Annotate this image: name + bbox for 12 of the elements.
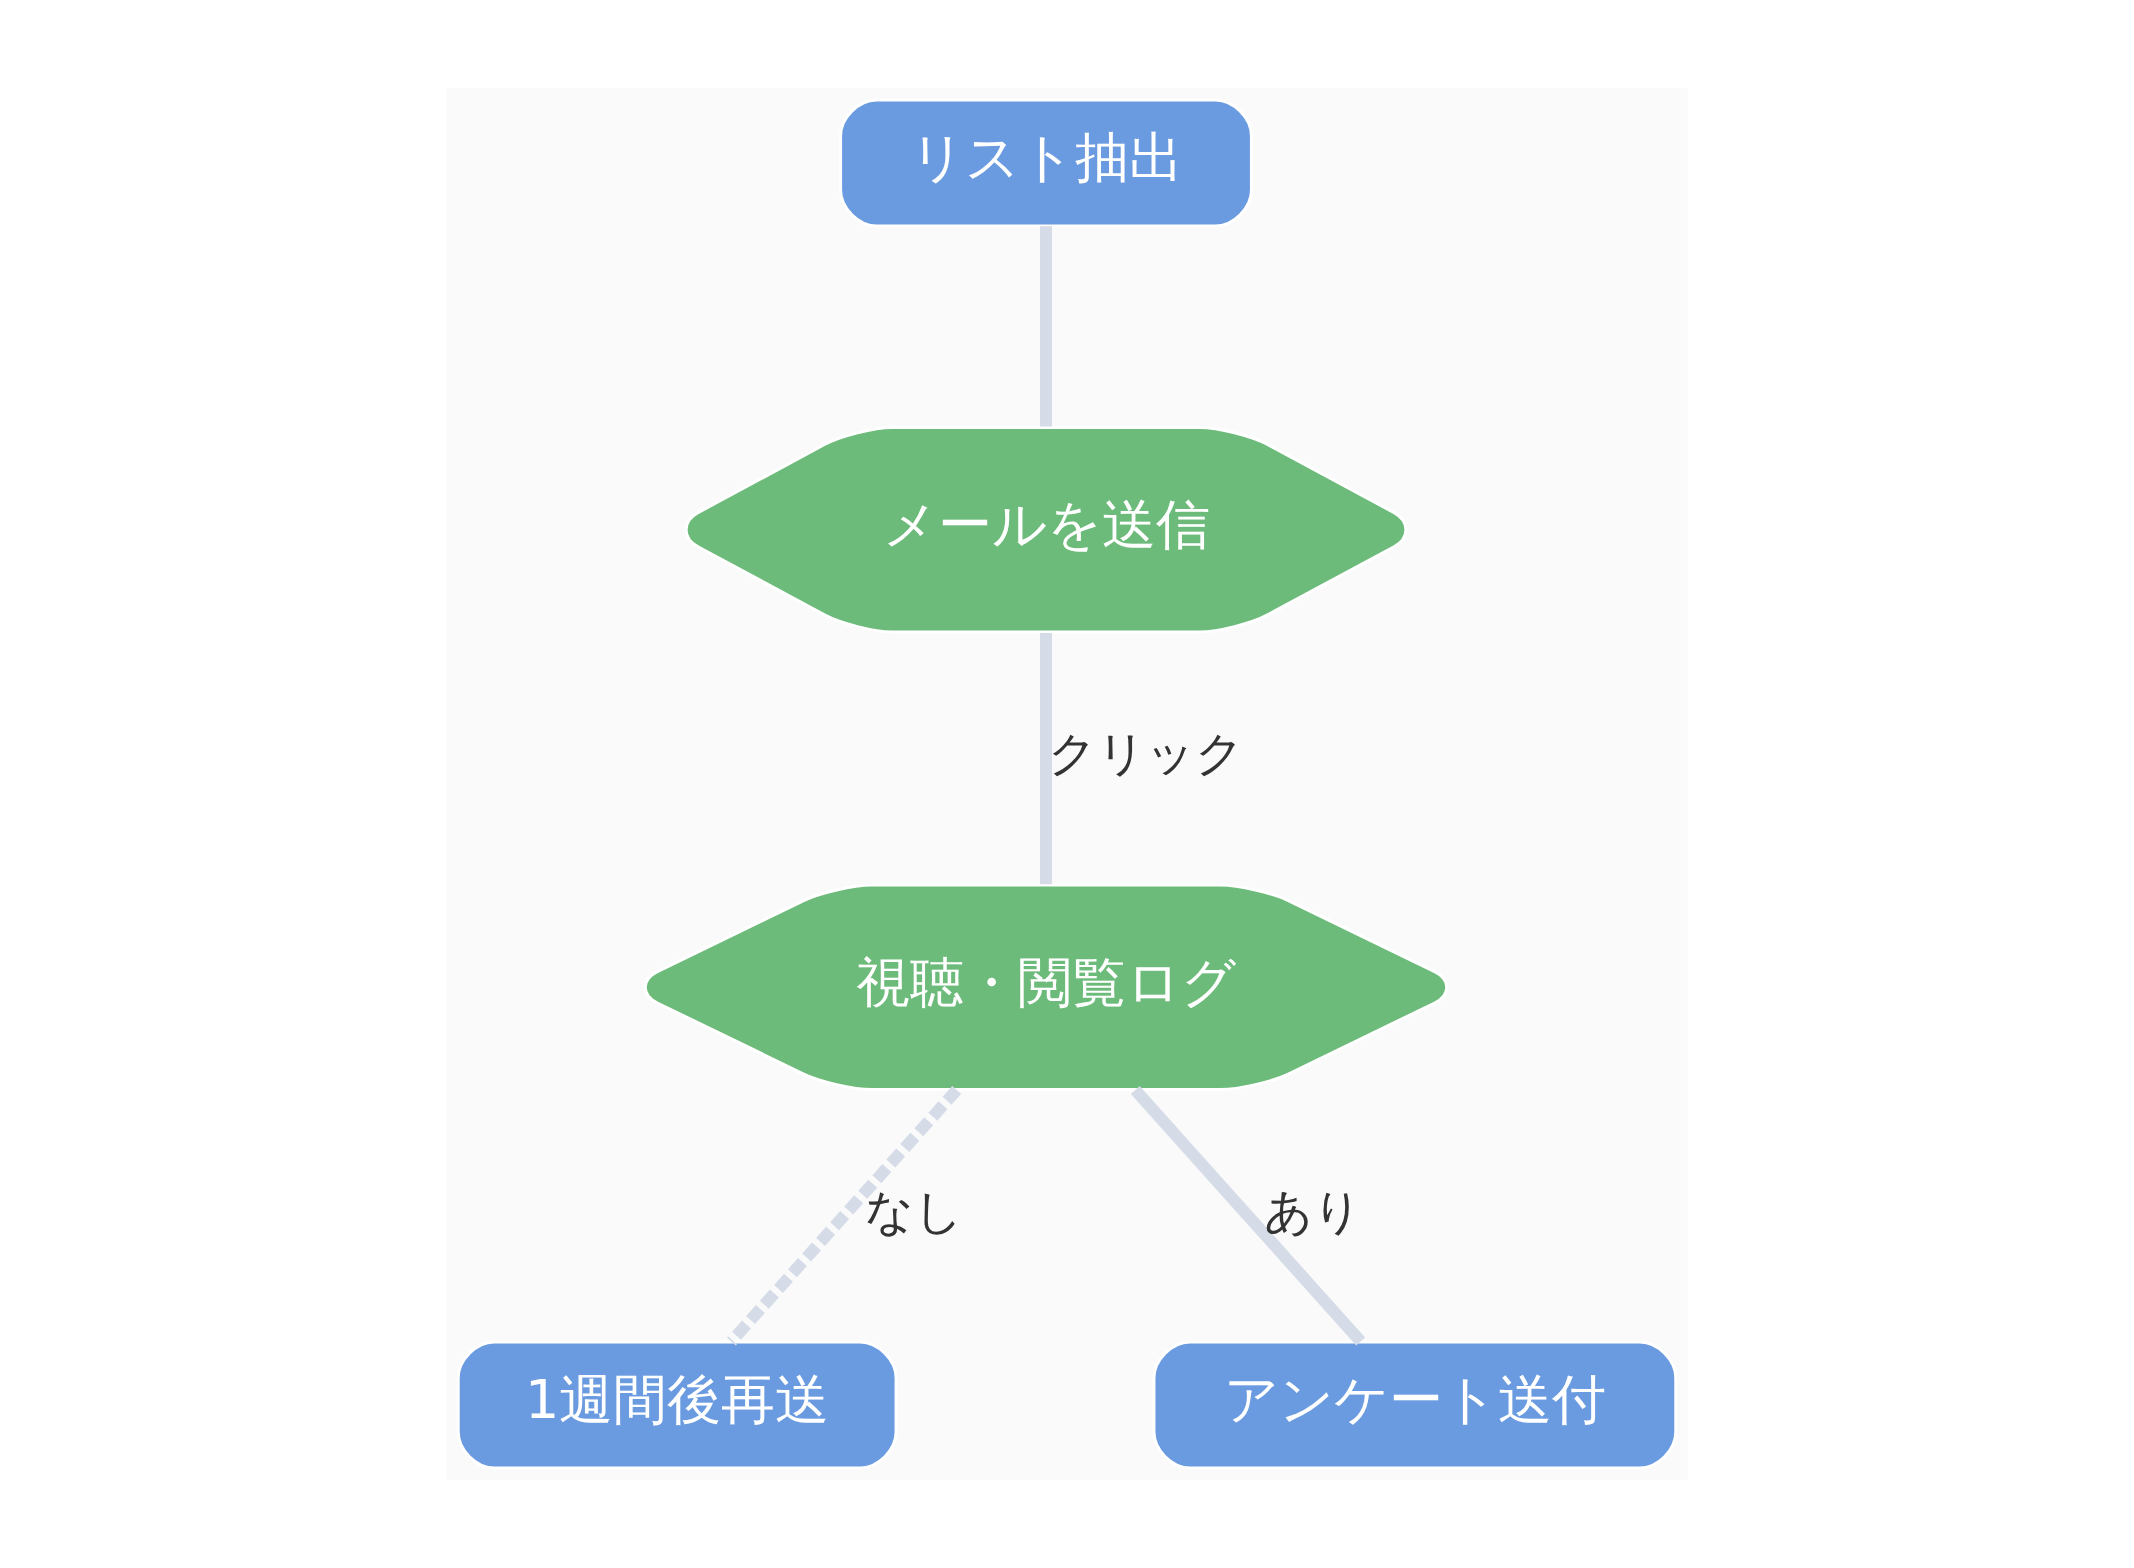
connector: [726, 1085, 962, 1346]
edge-label: あり: [1263, 1182, 1362, 1239]
node-ellipse: メールを送信: [684, 426, 1408, 634]
edge-label: なし: [865, 1182, 964, 1239]
connector: [1040, 632, 1052, 885]
node-box: リスト抽出: [839, 98, 1253, 228]
node-box: 1週間後再送: [456, 1340, 898, 1470]
node-box: アンケート送付: [1152, 1340, 1678, 1470]
connector: [1040, 226, 1052, 427]
node-ellipse: 視聴・閲覧ログ: [643, 883, 1449, 1091]
edge-label: クリック: [1048, 724, 1245, 781]
connector: [1130, 1085, 1366, 1346]
